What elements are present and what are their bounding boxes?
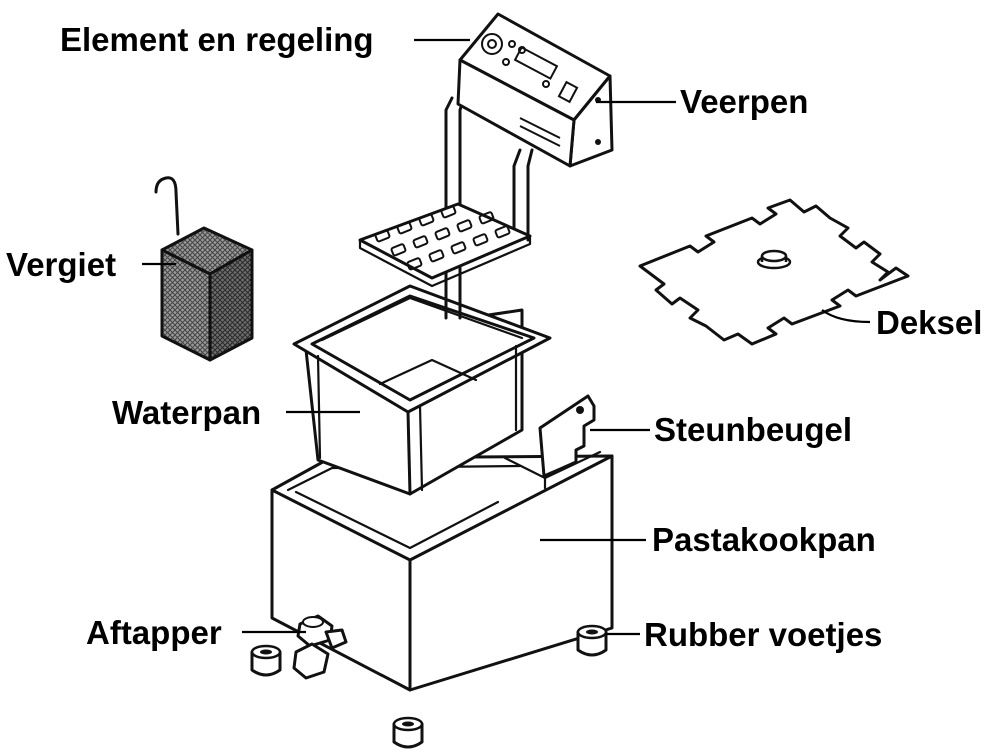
label-aftapper: Aftapper	[86, 614, 222, 651]
label-steunbeugel: Steunbeugel	[654, 411, 852, 448]
rubber-voetje-2	[576, 624, 608, 657]
vergiet-part	[154, 176, 254, 362]
steunbeugel-part	[538, 394, 596, 478]
label-rubber-voetjes: Rubber voetjes	[644, 616, 882, 653]
label-deksel: Deksel	[876, 304, 982, 341]
label-vergiet: Vergiet	[6, 246, 116, 283]
aftapper-part	[292, 614, 348, 680]
label-waterpan: Waterpan	[112, 394, 261, 431]
leader-lines	[142, 38, 871, 636]
label-veerpen: Veerpen	[680, 83, 808, 120]
waterpan-part	[292, 284, 552, 496]
rubber-voetje-3	[392, 716, 424, 749]
label-pastakookpan: Pastakookpan	[652, 521, 876, 558]
deksel-part	[638, 198, 910, 346]
rubber-voetje-1	[250, 644, 282, 677]
element-en-regeling-part	[358, 12, 614, 320]
label-element-en-regeling: Element en regeling	[60, 21, 374, 58]
